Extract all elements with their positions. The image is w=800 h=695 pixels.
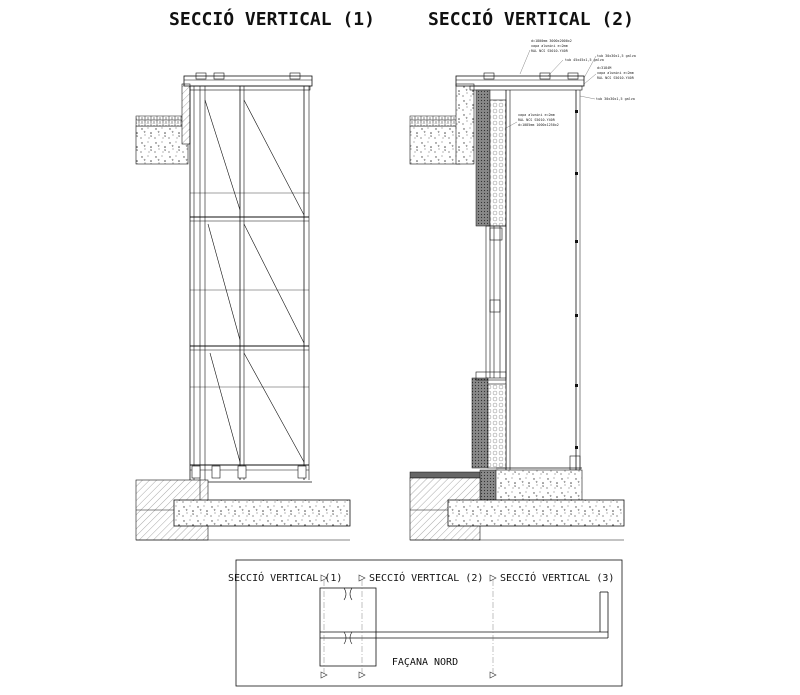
- annotation: xapa alumini e=2mm: [597, 71, 634, 75]
- upper-slab: [135, 125, 189, 165]
- marker-section-3: SECCIÓ VERTICAL (3): [500, 571, 614, 584]
- annotation: RAL NCS S5010-Y40R: [597, 76, 635, 80]
- section-1-title: SECCIÓ VERTICAL (1): [169, 8, 375, 30]
- annotation: tub 30x30x1,5 galva: [597, 54, 636, 58]
- section-2-title: SECCIÓ VERTICAL (2): [428, 8, 634, 30]
- annotation: d=1800mm 3000x2000x2: [531, 39, 572, 43]
- section-1-drawing: [135, 72, 351, 541]
- marker-section-2: SECCIÓ VERTICAL (2): [369, 571, 483, 584]
- marker-section-1: SECCIÓ VERTICAL (1): [228, 571, 342, 584]
- section-2-annotations: d=1800mm 3000x2000x2 xapa alumini e=2mm …: [505, 39, 636, 129]
- annotation: xapa alumini e=2mm: [531, 44, 568, 48]
- facade-label: FAÇANA NORD: [392, 657, 458, 668]
- annotation: xapa alumini e=2mm: [518, 113, 555, 117]
- upper-gravel: [135, 115, 183, 127]
- annotation: RAL NCS S5010-Y40R: [518, 118, 556, 122]
- annotation: d=1085mm 1000x1250x2: [518, 123, 559, 127]
- annotation: d=3184M: [597, 66, 611, 70]
- annotation: tub 30x30x1,5 galva: [596, 97, 635, 101]
- annotation: RAL NCS S5010-Y40R: [531, 49, 569, 53]
- annotation: tub 45x45x1,5 galva: [565, 58, 604, 62]
- key-plan: SECCIÓ VERTICAL (1) SECCIÓ VERTICAL (2) …: [228, 559, 623, 687]
- section-2-drawing: [409, 72, 625, 541]
